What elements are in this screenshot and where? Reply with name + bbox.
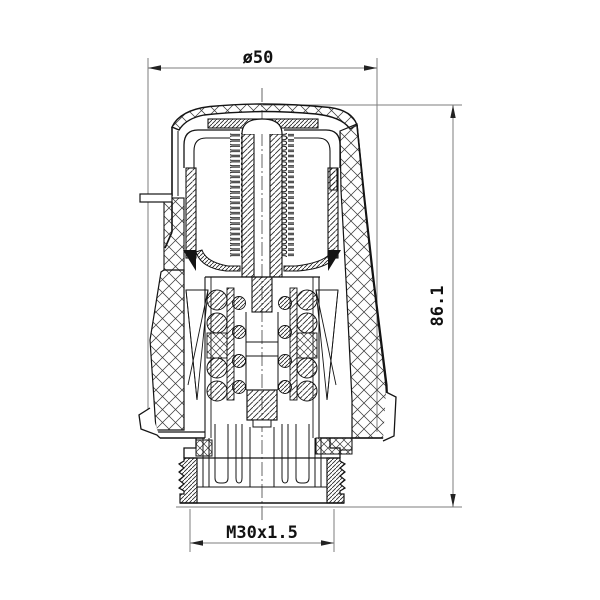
clip-right [382,391,397,442]
outer-shell [138,123,397,442]
spindle-thread-left [230,133,242,257]
seal-right [328,250,341,271]
thread-flank-left [177,457,198,504]
label-overall-height: 86.1 [428,286,448,327]
label-thread-spec: M30x1.5 [226,523,298,543]
dimension-thread [189,509,335,552]
piston-block [246,389,278,421]
seal-left [183,250,196,271]
thread-flank-right [326,457,347,504]
connection-nut [177,424,353,504]
clip-left [138,407,161,439]
dimension-labels: ø50 86.1 M30x1.5 [226,48,448,543]
transmission-pin [251,276,273,313]
sensor-cup [183,167,341,272]
thread-spindle [230,118,294,313]
spring-assembly [204,276,320,438]
side-lug [139,193,173,203]
label-top-diameter: ø50 [243,48,274,68]
dimension-arrowheads [148,65,456,546]
spindle-thread-right [282,133,294,257]
snap-hook-left [183,129,240,168]
